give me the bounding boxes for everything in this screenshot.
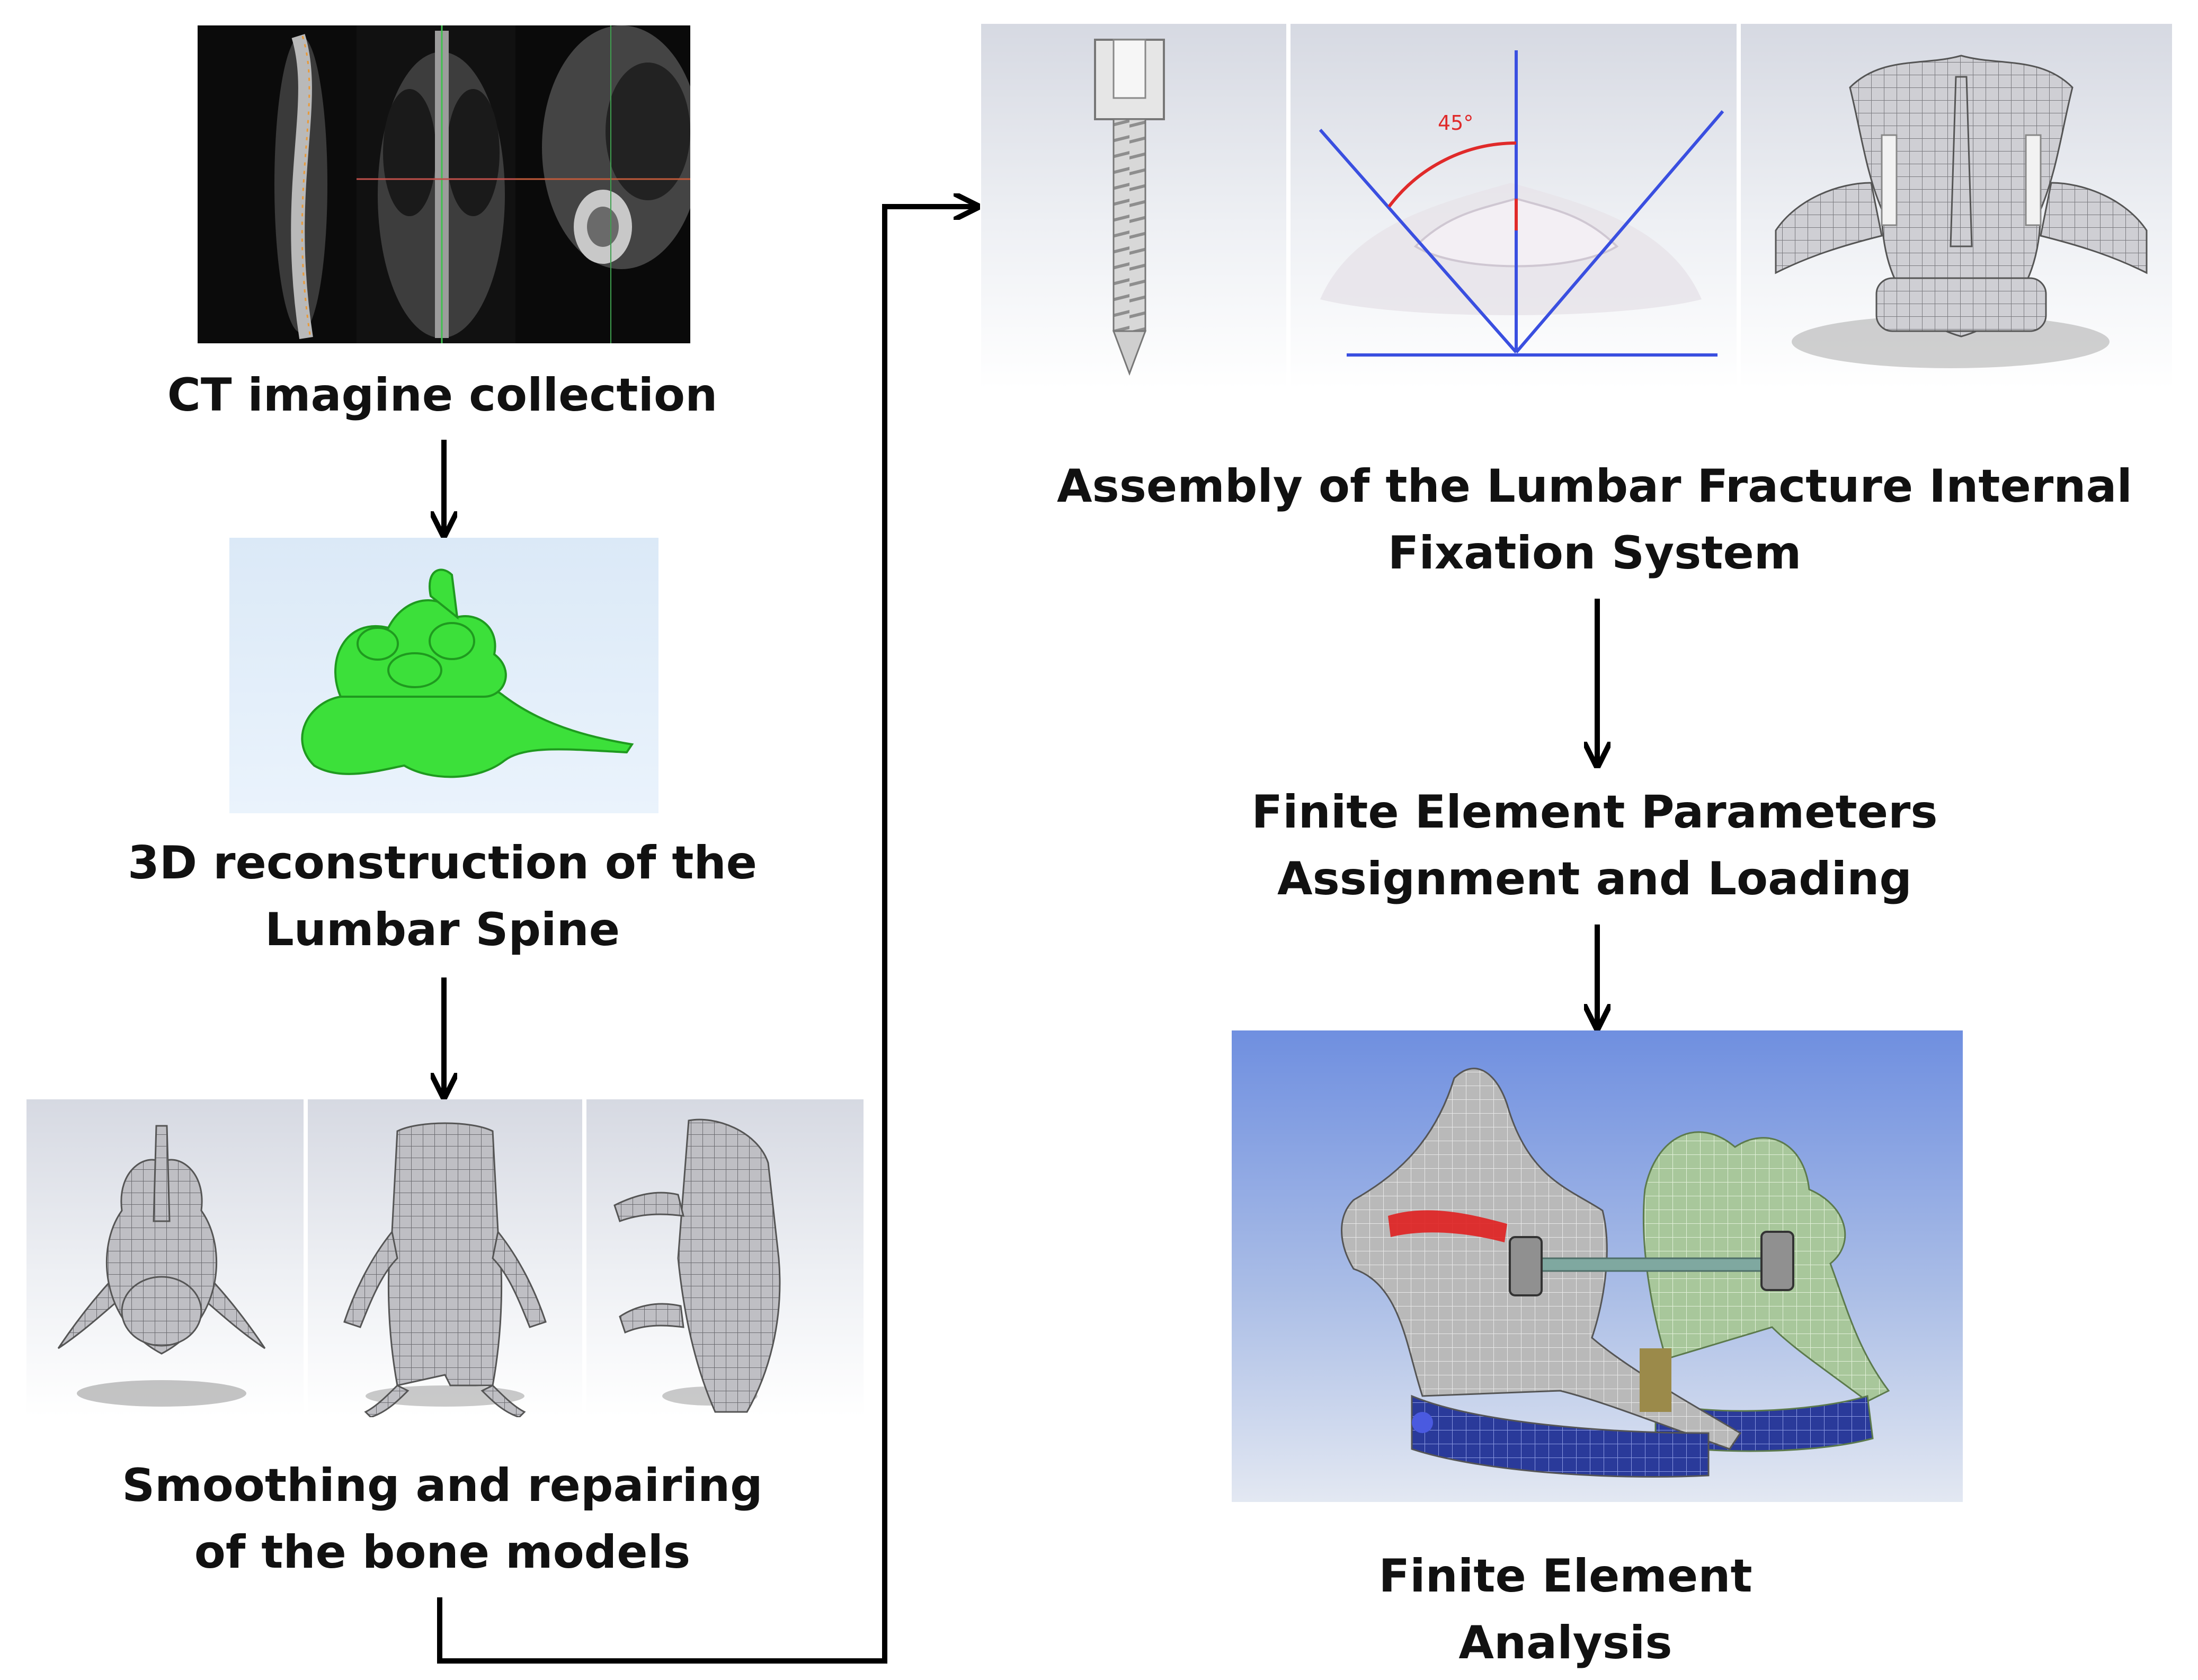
green-vertebra-model — [301, 568, 634, 778]
step-label-fea: Finite Element Analysis — [1378, 1550, 1752, 1669]
reconstruction-panel — [229, 538, 658, 813]
ct-scan-image — [198, 25, 690, 343]
pedicle-screw-image — [1094, 39, 1165, 376]
step-label-smoothing: Smoothing and repairing of the bone mode… — [122, 1459, 763, 1579]
assembly-images: 45° — [1094, 24, 2148, 389]
fea-panel — [1232, 1030, 1963, 1502]
step-label-fe-parameters: Finite Element Parameters Assignment and… — [1251, 786, 1938, 905]
step-label-3d-reconstruction: 3D reconstruction of the Lumbar Spine — [127, 837, 758, 956]
smoothing-panel — [26, 1099, 864, 1417]
angle-label: 45° — [1438, 111, 1473, 135]
step-label-assembly: Assembly of the Lumbar Fracture Internal… — [1056, 460, 2133, 580]
step-label-ct-collection: CT imagine collection — [167, 369, 718, 422]
screw-angle-diagram — [1319, 50, 1724, 357]
assembled-vertebra-image — [1775, 55, 2148, 368]
fea-model-image — [1341, 1068, 1890, 1478]
smoothed-bone-models — [57, 1099, 781, 1417]
ct-image-panel — [198, 25, 690, 343]
assembly-panel: 45° — [981, 24, 2172, 389]
